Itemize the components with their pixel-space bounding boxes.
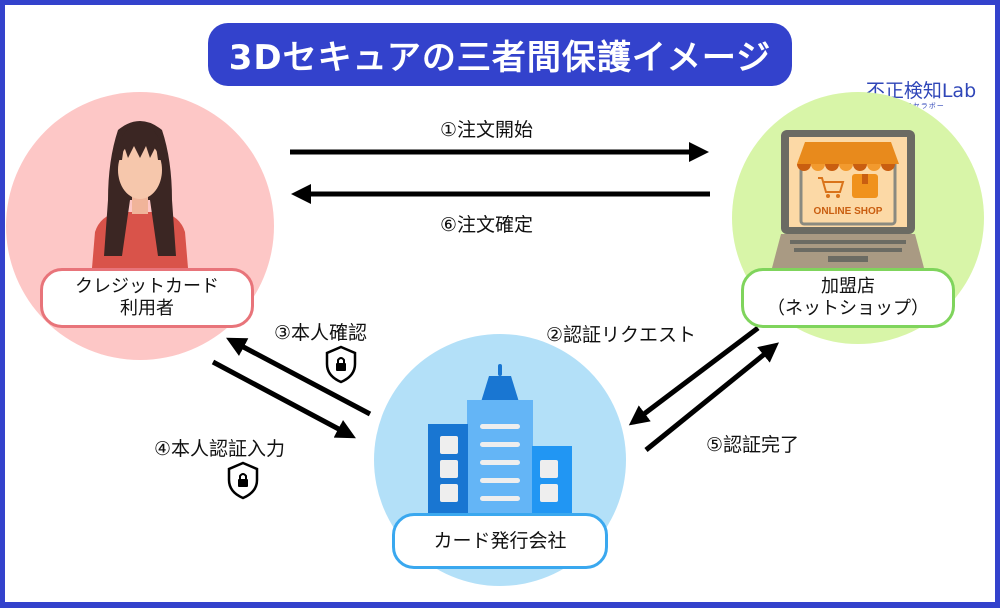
brand-logo: 不正検知Lab ーフセラボー <box>850 76 992 111</box>
step-5-label: ⑤認証完了 <box>706 434 800 456</box>
issuer-label-line1: カード発行会社 <box>433 530 567 552</box>
online-shop-text: ONLINE SHOP <box>814 206 883 217</box>
arrow-identity-check <box>226 337 372 417</box>
arrow-auth-request <box>628 326 760 426</box>
issuer-label: カード発行会社 <box>392 513 608 569</box>
step-2-label: ②認証リクエスト <box>546 324 697 346</box>
shop-label: 加盟店 （ネットショップ） <box>741 268 955 328</box>
shop-label-line1: 加盟店 <box>821 276 875 297</box>
user-avatar-icon <box>92 121 188 268</box>
shop-label-line2: （ネットショップ） <box>767 298 929 319</box>
arrow-auth-input <box>211 359 356 439</box>
user-label-line1: クレジットカード <box>75 276 219 297</box>
step-1-label: ①注文開始 <box>440 119 534 141</box>
user-label-line2: 利用者 <box>120 298 174 319</box>
arrow-auth-complete <box>644 342 779 452</box>
issuer-building-icon <box>428 364 572 514</box>
step-6-label: ⑥注文確定 <box>440 214 534 236</box>
online-shop-laptop-icon: ONLINE SHOP <box>772 130 924 268</box>
shield-lock-icon <box>325 345 357 384</box>
logo-sub: ーフセラボー <box>897 102 945 110</box>
logo-main: 不正検知Lab <box>865 80 977 102</box>
shield-lock-icon <box>227 461 259 500</box>
step-4-label: ④本人認証入力 <box>154 438 286 460</box>
step-3-label: ③本人確認 <box>274 322 368 344</box>
user-label: クレジットカード 利用者 <box>40 268 254 328</box>
diagram-title: 3Dセキュアの三者間保護イメージ <box>208 23 792 86</box>
